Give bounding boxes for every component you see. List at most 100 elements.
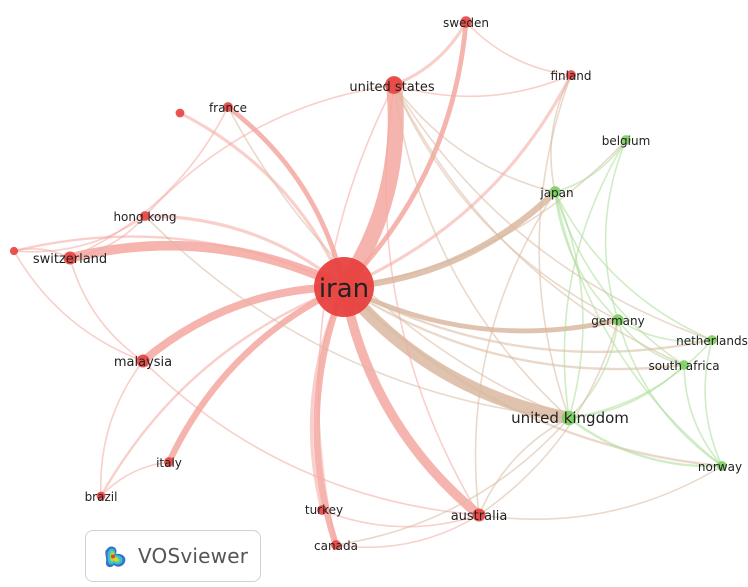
- node-switzerland[interactable]: [63, 251, 77, 265]
- link-united-kingdom-norway: [567, 416, 724, 468]
- link-united-states-netherlands: [393, 84, 713, 341]
- label-italy: italy: [156, 456, 182, 470]
- node-australia[interactable]: [472, 508, 486, 522]
- node-brazil[interactable]: [96, 491, 106, 501]
- link-belgium-germany: [604, 139, 627, 321]
- link-united-kingdom-australia: [478, 417, 570, 516]
- node-hong-kong[interactable]: [140, 211, 150, 221]
- node-unlabeled-2[interactable]: [9, 246, 19, 256]
- node-belgium[interactable]: [621, 135, 631, 145]
- label-canada: canada: [314, 539, 358, 553]
- label-norway: norway: [698, 460, 742, 474]
- link-iran-malaysia: [139, 283, 348, 365]
- label-belgium: belgium: [602, 134, 651, 148]
- link-netherlands-norway: [704, 339, 723, 467]
- label-brazil: brazil: [85, 490, 118, 504]
- link-unlabeled-2-hong-kong: [13, 215, 146, 253]
- vosviewer-heatmap-icon: [105, 546, 126, 568]
- link-united-states-sweden: [392, 20, 468, 87]
- link-hong-kong-united-kingdom: [144, 215, 570, 419]
- node-sweden[interactable]: [460, 16, 472, 28]
- link-sweden-finland: [465, 21, 572, 76]
- link-switzerland-malaysia: [69, 257, 144, 362]
- link-united-states-japan: [393, 84, 556, 193]
- link-australia-norway: [478, 465, 723, 521]
- link-united-states-south-africa: [393, 84, 685, 366]
- link-iran-unlabeled-1: [178, 111, 346, 289]
- node-unlabeled-1[interactable]: [175, 108, 185, 118]
- node-iran[interactable]: [314, 257, 374, 317]
- node-japan[interactable]: [549, 186, 561, 198]
- link-iran-belgium: [343, 139, 627, 288]
- link-switzerland-france: [69, 106, 229, 259]
- link-germany-norway: [617, 319, 723, 467]
- link-turkey-australia: [321, 509, 480, 528]
- node-france[interactable]: [223, 102, 233, 112]
- link-iran-finland: [342, 73, 573, 289]
- node-malaysia[interactable]: [136, 354, 150, 368]
- link-italy-brazil: [100, 461, 170, 497]
- vosviewer-logo: VOSviewer: [85, 530, 261, 582]
- label-japan: japan: [539, 186, 573, 200]
- link-australia-germany: [478, 319, 619, 516]
- label-finland: finland: [550, 69, 591, 83]
- link-finland-united-kingdom: [538, 74, 572, 419]
- node-south-africa[interactable]: [679, 360, 689, 370]
- nodes-layer: [9, 16, 727, 550]
- label-australia: australia: [451, 509, 508, 524]
- link-united-states-united-kingdom: [393, 84, 570, 419]
- link-germany-netherlands: [617, 319, 713, 343]
- label-sweden: sweden: [443, 16, 489, 30]
- link-united-kingdom-japan: [554, 191, 584, 419]
- link-iran-japan: [340, 188, 559, 291]
- link-malaysia-brazil: [99, 360, 144, 497]
- link-finland-japan: [550, 74, 572, 193]
- label-south-africa: south africa: [648, 359, 719, 373]
- node-germany[interactable]: [612, 314, 624, 326]
- label-malaysia: malaysia: [114, 355, 172, 370]
- node-italy[interactable]: [164, 457, 174, 467]
- link-belgium-united-kingdom: [563, 139, 627, 419]
- link-iran-unlabeled-2: [12, 235, 346, 289]
- link-united-states-australia: [385, 84, 480, 516]
- link-japan-germany: [554, 191, 619, 321]
- link-iran-italy: [165, 283, 348, 466]
- link-iran-brazil: [99, 285, 346, 498]
- label-united-states: united states: [349, 80, 435, 95]
- link-japan-south-africa: [554, 191, 685, 366]
- app-name: VOSviewer: [138, 544, 249, 568]
- link-japan-belgium: [554, 139, 627, 193]
- label-france: france: [209, 101, 247, 115]
- label-germany: germany: [591, 314, 644, 328]
- link-iran-switzerland: [65, 240, 349, 292]
- label-united-kingdom: united kingdom: [511, 409, 629, 427]
- node-canada[interactable]: [331, 540, 341, 550]
- link-germany-south-africa: [617, 319, 685, 366]
- link-canada-united-kingdom: [335, 417, 570, 546]
- link-unlabeled-2-malaysia: [13, 250, 144, 362]
- label-switzerland: switzerland: [33, 252, 107, 267]
- node-finland[interactable]: [566, 70, 576, 80]
- link-united-states-finland: [393, 74, 572, 98]
- link-iran-united-kingdom: [337, 280, 576, 425]
- node-united-kingdom[interactable]: [561, 410, 577, 426]
- link-japan-australia: [474, 191, 556, 516]
- link-canada-australia: [335, 514, 480, 549]
- node-netherlands[interactable]: [707, 335, 717, 345]
- node-united-states[interactable]: [385, 76, 403, 94]
- link-united-states-germany: [393, 84, 619, 321]
- link-south-africa-norway: [683, 364, 723, 467]
- link-united-states-canada: [317, 84, 395, 546]
- link-malaysia-australia: [142, 360, 480, 516]
- link-japan-norway: [554, 191, 723, 467]
- link-united-states-hong-kong: [144, 84, 395, 217]
- link-united-kingdom-germany: [568, 319, 619, 419]
- label-turkey: turkey: [305, 503, 343, 517]
- node-norway[interactable]: [717, 461, 727, 471]
- link-japan-netherlands: [554, 191, 713, 341]
- label-iran: iran: [319, 274, 369, 304]
- link-iran-sweden: [341, 19, 469, 290]
- node-turkey[interactable]: [317, 505, 327, 515]
- link-switzerland-hong-kong: [69, 215, 146, 259]
